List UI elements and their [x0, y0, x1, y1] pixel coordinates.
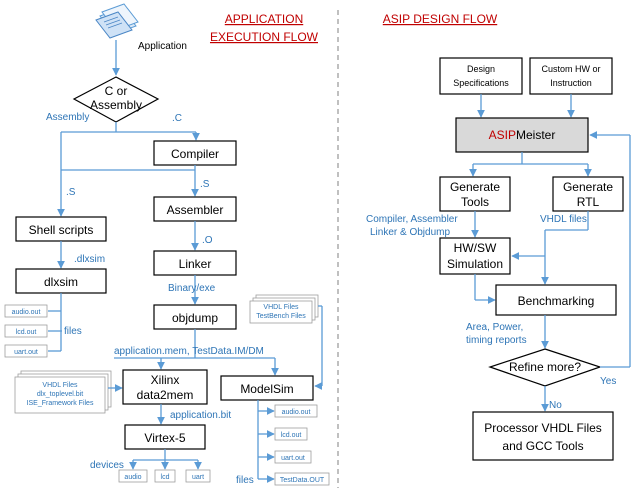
app-title-line1: APPLICATION	[225, 12, 303, 26]
svg-text:uart: uart	[192, 474, 204, 481]
generate-rtl-box	[552, 176, 624, 212]
hwsw-line1: HW/SW	[454, 241, 497, 255]
edge-compiler-line2: Linker & Objdump	[370, 227, 450, 238]
svg-text:ISE_Framework Files: ISE_Framework Files	[27, 400, 94, 407]
files-label: files	[64, 326, 82, 337]
svg-text:VHDL Files: VHDL Files	[42, 382, 78, 389]
xilinx-line1: Xilinx	[151, 373, 180, 387]
custom-hw-box	[529, 57, 613, 95]
dlx-file-lcd: lcd.out	[4, 324, 48, 338]
dlx-file-audio: audio.out	[4, 304, 48, 318]
dlx-file-uart: uart.out	[4, 344, 48, 358]
svg-text:lcd.out: lcd.out	[281, 432, 302, 439]
modelsim-file-uart: uart.out	[274, 450, 312, 464]
shell-scripts-label: Shell scripts	[29, 223, 94, 237]
no-label: No	[549, 400, 562, 411]
generate-tools-box	[439, 176, 511, 212]
svg-text:lcd: lcd	[161, 474, 170, 481]
svg-text:dlx_toplevel.bit: dlx_toplevel.bit	[37, 391, 83, 398]
edge-assembly-label: Assembly	[46, 112, 89, 123]
dlxsim-box	[15, 268, 107, 294]
custom-hw-line2: Instruction	[550, 78, 592, 88]
device-audio: audio	[118, 469, 148, 483]
files-label-2: files	[236, 475, 254, 486]
processor-vhdl-box	[472, 411, 614, 461]
device-lcd: lcd	[154, 469, 176, 483]
svg-text:audio.out: audio.out	[12, 309, 41, 316]
xilinx-box	[122, 369, 208, 405]
edge-application-mem-label: application.mem, TestData.IM/DM	[114, 346, 264, 357]
application-icon	[95, 3, 139, 39]
modelsim-file-lcd: lcd.out	[274, 427, 308, 441]
design-spec-line2: Specifications	[453, 78, 509, 88]
modelsim-label: ModelSim	[240, 382, 293, 396]
compiler-label: Compiler	[171, 147, 219, 161]
edge-dlxsim-label: .dlxsim	[74, 254, 105, 265]
xilinx-line2: data2mem	[137, 388, 194, 402]
decision-line2: Assembly	[90, 98, 142, 112]
design-spec-line1: Design	[467, 64, 495, 74]
asip-title: ASIP DESIGN FLOW	[383, 12, 498, 26]
vhdl-files-left: VHDL Files dlx_toplevel.bit ISE_Framewor…	[14, 370, 112, 414]
app-title-line2: EXECUTION FLOW	[210, 30, 319, 44]
modelsim-box	[220, 375, 314, 401]
edge-s-left-label: .S	[66, 187, 76, 198]
objdump-label: objdump	[172, 311, 218, 325]
dlxsim-label: dlxsim	[44, 275, 78, 289]
edge-vhdl-label: VHDL files	[540, 214, 587, 225]
edge-binary-label: Binary/exe	[168, 283, 216, 294]
modelsim-file-audio: audio.out	[274, 404, 318, 418]
shell-scripts-box	[15, 216, 107, 242]
svg-text:TestBench Files: TestBench Files	[256, 313, 306, 320]
decision-line1: C or	[105, 84, 128, 98]
gen-tools-line1: Generate	[450, 180, 500, 194]
svg-text:audio.out: audio.out	[282, 409, 311, 416]
svg-text:TestData.OUT: TestData.OUT	[280, 477, 325, 484]
assembler-label: Assembler	[167, 203, 224, 217]
hwsw-line2: Simulation	[447, 257, 503, 271]
edge-s-right-label: .S	[200, 179, 210, 190]
linker-label: Linker	[179, 257, 212, 271]
svg-text:lcd.out: lcd.out	[16, 329, 37, 336]
vhdl-files-right: VHDL Files TestBench Files	[249, 294, 319, 324]
edge-area-line2: timing reports	[466, 335, 527, 346]
devices-label: devices	[90, 460, 124, 471]
application-label: Application	[138, 41, 187, 52]
svg-text:uart.out: uart.out	[281, 455, 305, 462]
linker-box	[153, 250, 237, 276]
edge-compiler-line1: Compiler, Assembler	[366, 214, 458, 225]
custom-hw-line1: Custom HW or	[541, 64, 600, 74]
design-spec-box	[439, 57, 523, 95]
virtex-label: Virtex-5	[144, 431, 185, 445]
benchmarking-box	[495, 284, 617, 316]
final-line1: Processor VHDL Files	[484, 421, 602, 435]
refine-label: Refine more?	[509, 360, 581, 374]
benchmarking-label: Benchmarking	[518, 294, 595, 308]
edge-area-line1: Area, Power,	[466, 322, 523, 333]
objdump-box	[153, 304, 237, 330]
asipmeister-box	[455, 117, 589, 153]
modelsim-file-testdata: TestData.OUT	[274, 472, 330, 486]
device-uart: uart	[185, 469, 211, 483]
edge-o-label: .O	[202, 235, 213, 246]
final-line2: and GCC Tools	[502, 439, 583, 453]
edge-application-bit-label: application.bit	[170, 410, 231, 421]
yes-label: Yes	[600, 376, 616, 387]
assembler-box	[153, 196, 237, 222]
gen-rtl-line1: Generate	[563, 180, 613, 194]
svg-text:uart.out: uart.out	[14, 349, 38, 356]
gen-tools-line2: Tools	[461, 195, 489, 209]
svg-text:audio: audio	[124, 474, 141, 481]
edge-c-label: .C	[172, 113, 182, 124]
svg-text:VHDL Files: VHDL Files	[263, 304, 299, 311]
gen-rtl-line2: RTL	[577, 195, 600, 209]
asipmeister-label: ASIPMeister	[489, 128, 556, 142]
